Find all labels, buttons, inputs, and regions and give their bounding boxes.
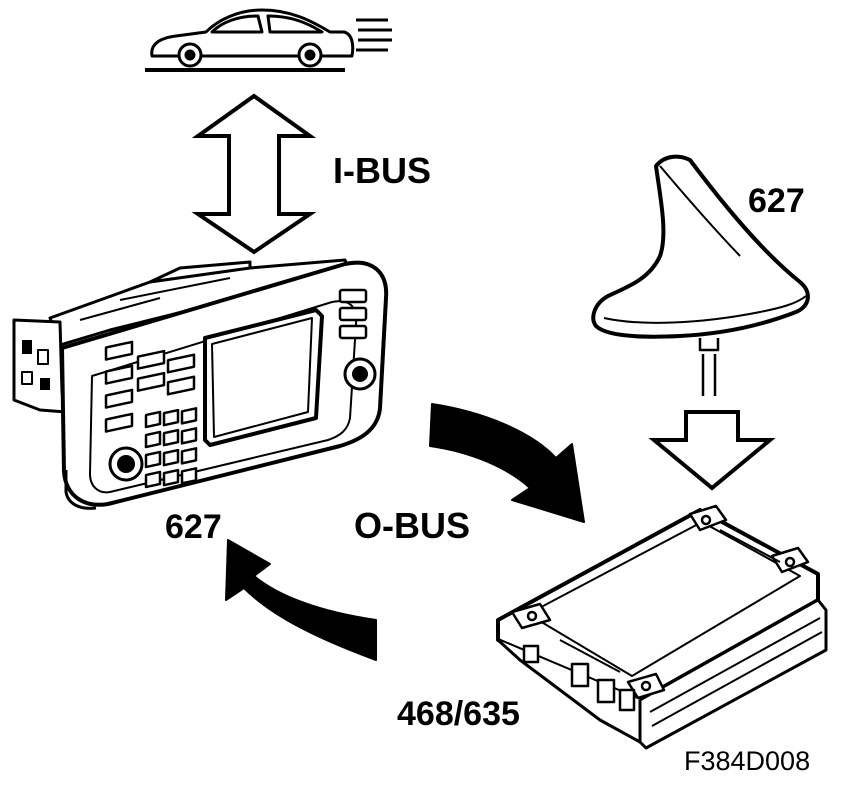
module-box [496, 504, 828, 750]
ibus-label: I-BUS [333, 150, 431, 191]
radio-unit [12, 258, 389, 510]
double-arrow-icon [191, 93, 317, 255]
module-number-label: 468/635 [397, 695, 520, 733]
curved-arrow-right-icon [429, 403, 585, 523]
obus-label: O-BUS [354, 505, 470, 546]
antenna-icon [591, 154, 810, 396]
arrow-down-icon [648, 410, 776, 491]
figure-code-label: F384D008 [684, 746, 811, 776]
radio-number-label: 627 [165, 508, 222, 546]
curved-arrow-left-icon [225, 539, 377, 661]
car-icon [145, 8, 392, 72]
antenna-number-label: 627 [748, 182, 805, 220]
